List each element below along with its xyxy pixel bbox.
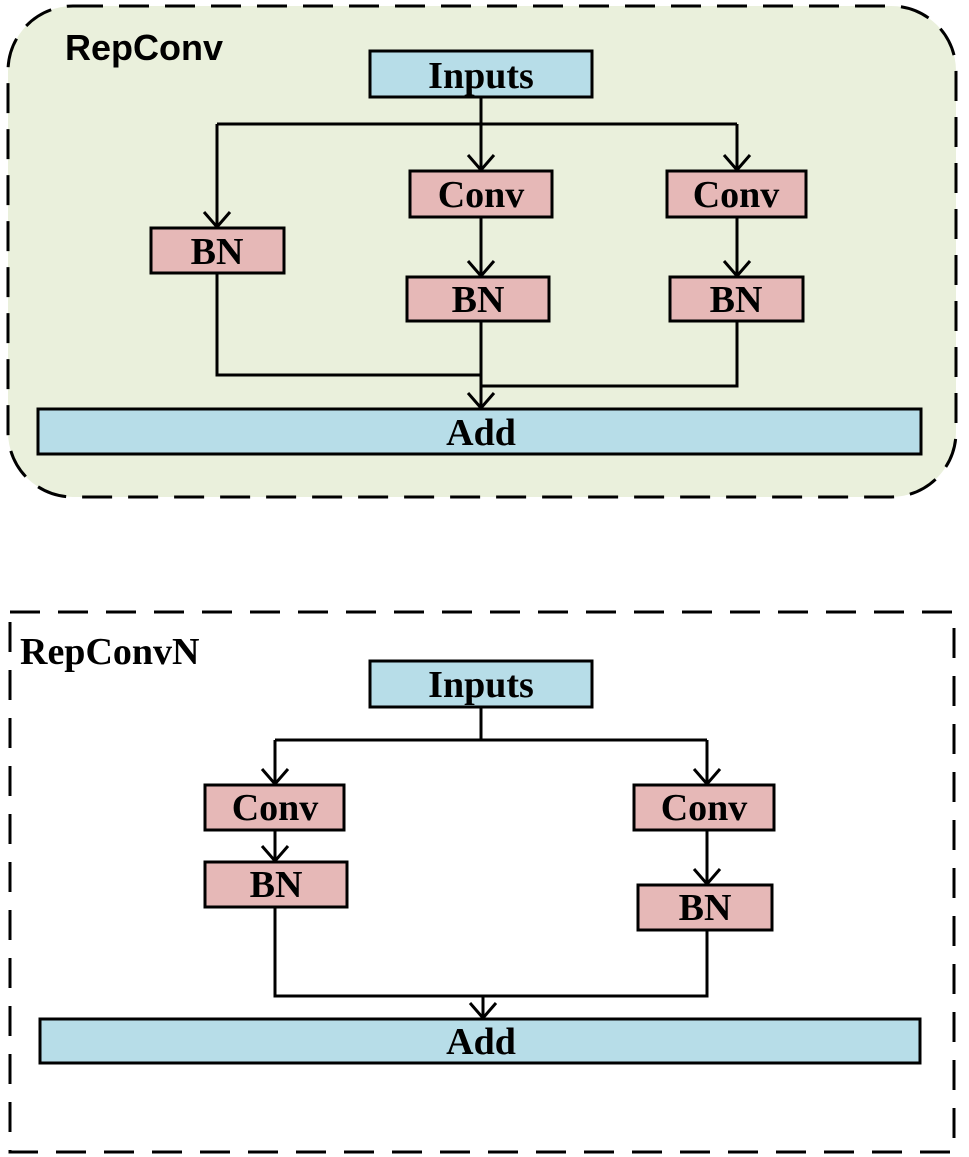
repconv-branch2-conv-label: Conv <box>693 174 780 216</box>
repconvn-branch1-conv-label: Conv <box>232 787 319 829</box>
repconvn-connectors <box>260 707 722 1021</box>
repconvn-panel: RepConvN Inputs <box>8 610 956 1154</box>
repconv-branch1-bn-label: BN <box>452 279 505 321</box>
repconv-branch1-conv-label: Conv <box>438 174 525 216</box>
repconvn-branch1-bn-box: BN <box>203 860 349 909</box>
repconv-branch1-conv-box: Conv <box>408 169 554 219</box>
repconv-identity-bn-label: BN <box>191 231 244 273</box>
repconvn-branch2-conv-label: Conv <box>661 787 748 829</box>
repconvn-branch2-bn-box: BN <box>636 883 774 932</box>
repconvn-panel-border <box>8 610 956 1154</box>
repconv-branch2-bn-label: BN <box>710 279 763 321</box>
repconv-identity-bn-box: BN <box>149 226 286 275</box>
repconvn-add-box: Add <box>38 1017 922 1065</box>
repconv-add-box: Add <box>36 407 923 456</box>
repconv-branch2-bn-box: BN <box>668 275 805 323</box>
repconv-title: RepConv <box>65 27 223 68</box>
repconvn-branch1-bn-label: BN <box>250 864 303 906</box>
repconvn-inputs-label: Inputs <box>428 664 534 706</box>
repconvn-inputs-box: Inputs <box>368 659 594 709</box>
repconv-branch1-bn-box: BN <box>405 275 551 323</box>
repconv-inputs-box: Inputs <box>368 49 594 99</box>
repconvn-branch2-bn-label: BN <box>679 887 732 929</box>
repconv-inputs-label: Inputs <box>428 55 534 97</box>
repconv-panel: RepConv Inputs <box>6 4 958 499</box>
repconvn-branch2-conv-box: Conv <box>632 783 776 832</box>
repconv-add-label: Add <box>446 412 516 454</box>
repconvn-add-label: Add <box>446 1021 516 1063</box>
repconv-branch2-conv-box: Conv <box>665 169 808 219</box>
repconvn-title: RepConvN <box>20 631 199 673</box>
repconvn-branch1-conv-box: Conv <box>203 783 346 832</box>
